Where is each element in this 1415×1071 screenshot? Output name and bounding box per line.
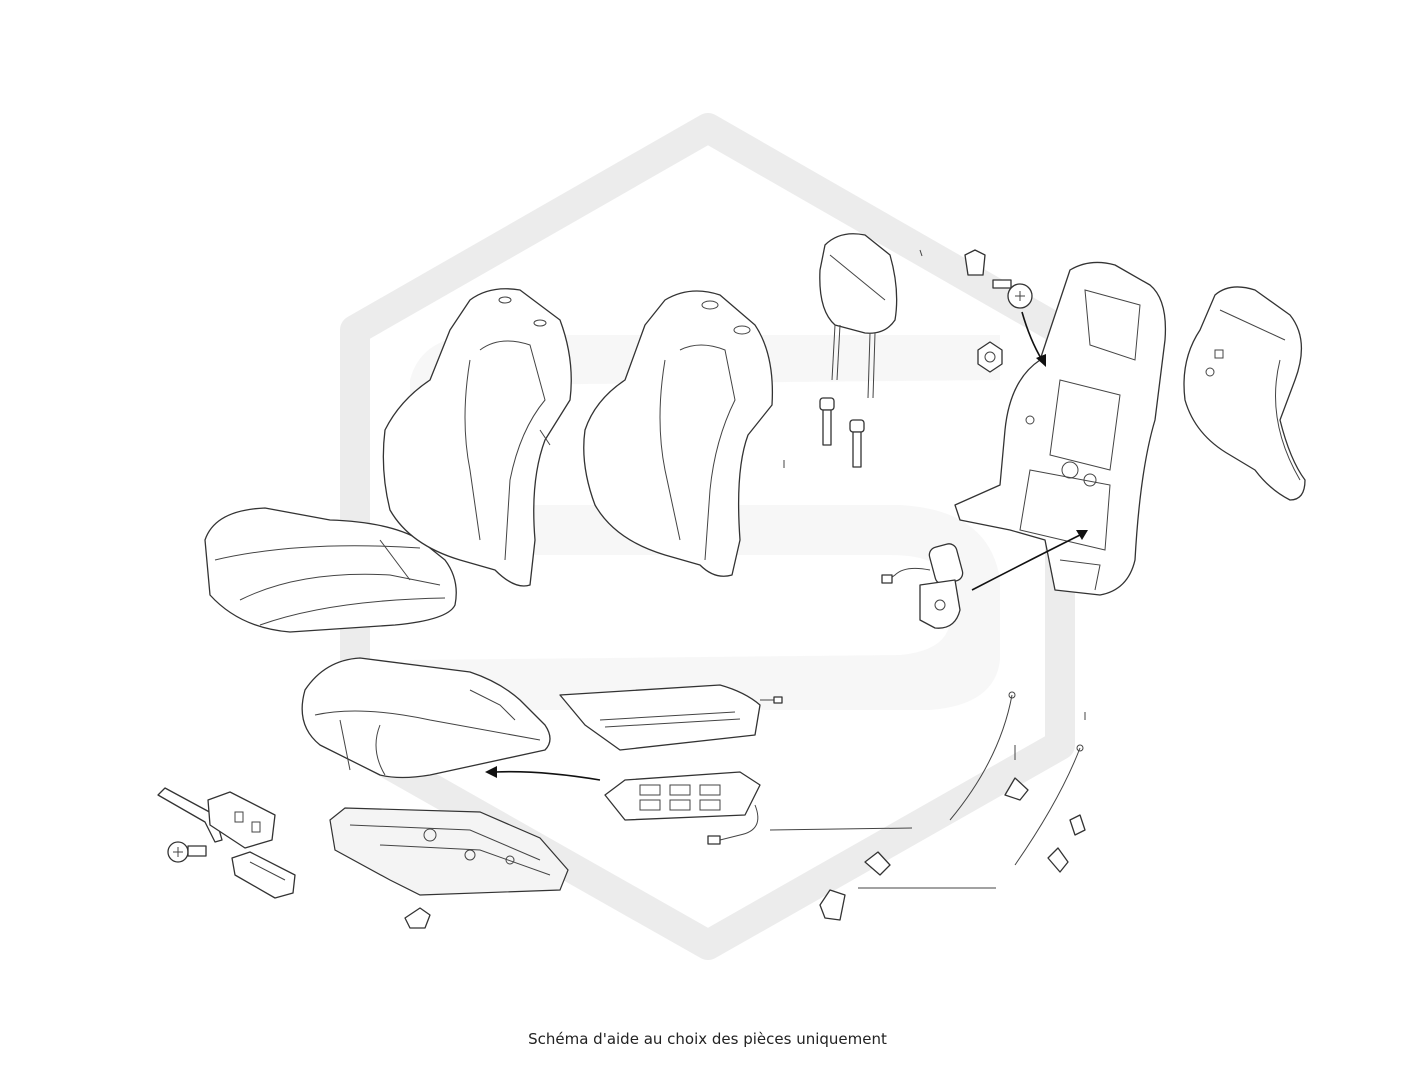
seat-rail-bracket (231, 851, 296, 899)
seat-cushion-foam (301, 657, 551, 779)
seat-sensor-mat (604, 771, 761, 845)
seat-rail-strip (157, 787, 223, 843)
headrest (819, 233, 898, 399)
reference-marks (783, 249, 1086, 760)
headrest-guide-left (819, 397, 835, 446)
assembly-arrow-motor (971, 530, 1088, 591)
assembly-arrow-bolt (1021, 311, 1046, 367)
frame-nut (977, 341, 1003, 373)
bowden-cable-1 (949, 691, 1016, 821)
bowden-cable-2 (1014, 744, 1084, 866)
assembly-arrow-cushion (485, 766, 601, 781)
diagram-caption: Schéma d'aide au choix des pièces unique… (528, 1030, 887, 1048)
seat-cushion-cover (204, 507, 457, 633)
backrest-frame (954, 261, 1167, 596)
backrest-cover-left (382, 288, 572, 587)
seat-pan-clip (404, 907, 431, 929)
cable-clip-4 (864, 851, 891, 876)
seat-heating-mat (559, 684, 783, 751)
cable-clip-3 (1047, 847, 1069, 873)
backrest-cover-right (583, 290, 774, 577)
frame-clip (964, 249, 986, 276)
bowden-cable-3 (769, 827, 913, 831)
cable-clip-2 (1069, 814, 1086, 836)
seat-pan-frame (329, 807, 569, 896)
seat-rail-block (207, 791, 276, 849)
backrest-back-panel (1183, 286, 1306, 501)
seat-motor (881, 543, 964, 629)
headrest-guide-right (849, 419, 865, 468)
cable-clip-5 (819, 889, 846, 921)
seat-rail-bolt (167, 841, 207, 863)
cable-clip-1 (1004, 777, 1029, 801)
frame-bolt (992, 279, 1033, 309)
